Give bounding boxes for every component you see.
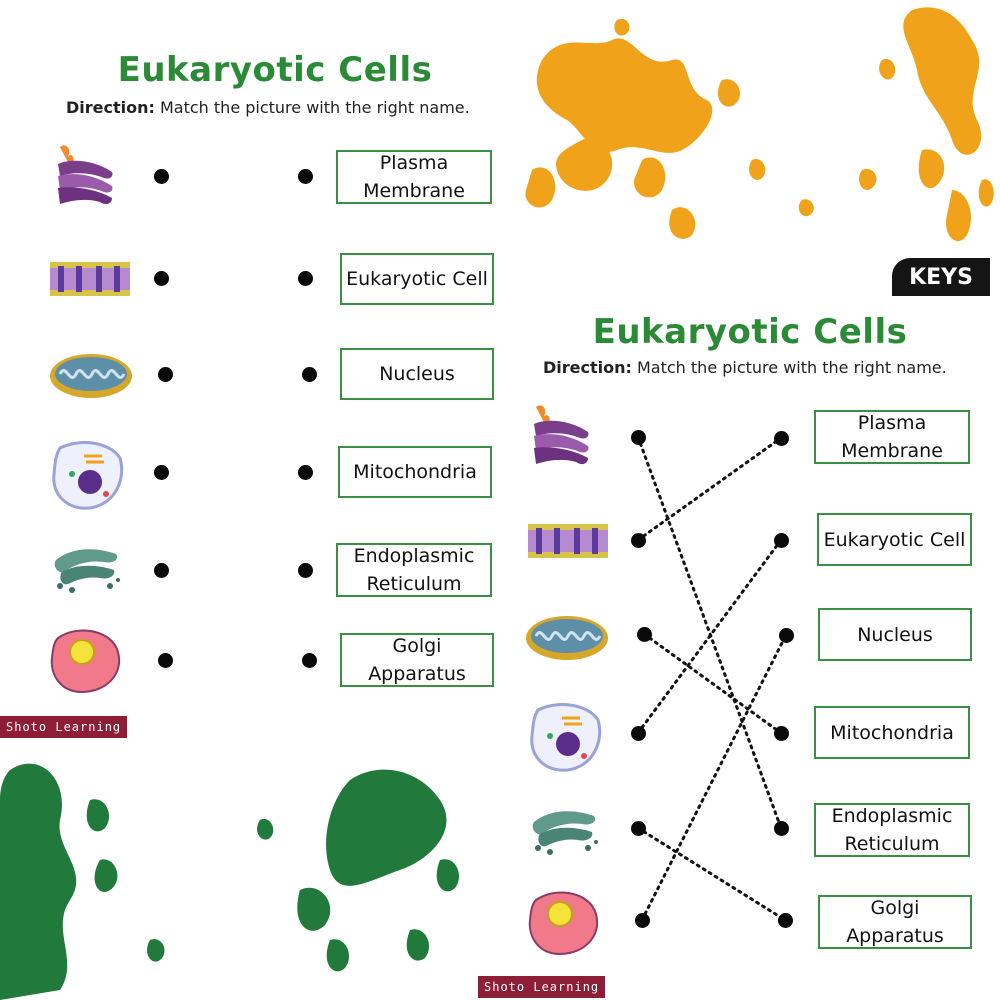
answer-line-golgi (636, 435, 783, 830)
right-picture-dot-2[interactable] (631, 533, 646, 548)
left-brand-label: Shoto Learning (0, 716, 128, 738)
right-picture-dot-6[interactable] (635, 913, 650, 928)
right-name-line1: Plasma (857, 412, 927, 434)
left-title: Eukaryotic Cells (117, 50, 433, 90)
left-name-box-eukaryotic-cell: Eukaryotic Cell (340, 253, 494, 305)
left-name-line2: Reticulum (366, 573, 462, 595)
answer-line-plasma-membrane (636, 436, 783, 542)
left-picture-dot-4[interactable] (154, 465, 169, 480)
right-name-box-mitochondria: Mitochondria (814, 706, 970, 759)
left-direction-text: Match the picture with the right name. (154, 98, 470, 117)
left-picture-dot-2[interactable] (154, 271, 169, 286)
answer-line-endoplasmic-reticulum (636, 826, 787, 922)
golgi-apparatus-icon (534, 405, 589, 465)
mitochondria-icon (50, 354, 132, 398)
answer-line-mitochondria (642, 632, 783, 735)
keys-badge: KEYS (892, 258, 990, 296)
right-name-line2: Reticulum (844, 833, 940, 855)
right-name-box-nucleus: Nucleus (818, 608, 972, 661)
right-name-dot-4[interactable] (774, 726, 789, 741)
right-name-line1: Mitochondria (830, 721, 954, 744)
right-direction-text: Match the picture with the right name. (631, 358, 947, 377)
right-brand-label: Shoto Learning (478, 976, 606, 998)
plasma-membrane-icon (50, 262, 130, 296)
left-name-line2: Apparatus (368, 663, 466, 685)
eukaryotic-cell-icon (530, 703, 602, 772)
left-name-line1: Nucleus (379, 363, 455, 385)
endoplasmic-reticulum-icon (54, 549, 120, 593)
right-name-dot-1[interactable] (774, 431, 789, 446)
left-name-dot-5[interactable] (298, 563, 313, 578)
left-name-dot-2[interactable] (298, 271, 313, 286)
right-name-line2: Membrane (841, 440, 943, 462)
left-name-box-mitochondria: Mitochondria (338, 446, 492, 498)
left-picture-dot-6[interactable] (158, 653, 173, 668)
left-name-line1: Eukaryotic Cell (346, 268, 488, 290)
eukaryotic-cell-icon (52, 441, 124, 510)
answer-line-eukaryotic-cell (636, 538, 783, 735)
left-name-line2: Membrane (363, 180, 465, 202)
right-title: Eukaryotic Cells (592, 312, 908, 352)
left-name-dot-4[interactable] (298, 465, 313, 480)
right-name-line1: Nucleus (857, 623, 933, 646)
mitochondria-icon (526, 616, 608, 660)
right-name-dot-3[interactable] (779, 628, 794, 643)
right-name-line1: Golgi (870, 897, 920, 919)
left-picture-dot-1[interactable] (154, 169, 169, 184)
nucleus-cell-icon (528, 891, 599, 956)
right-picture-dot-4[interactable] (631, 726, 646, 741)
left-name-line1: Golgi (392, 635, 442, 657)
right-name-dot-2[interactable] (774, 533, 789, 548)
right-name-dot-5[interactable] (774, 821, 789, 836)
right-picture-dot-5[interactable] (631, 821, 646, 836)
right-name-line1: Endoplasmic (831, 805, 953, 827)
golgi-apparatus-icon (58, 145, 113, 205)
left-name-dot-6[interactable] (302, 653, 317, 668)
plasma-membrane-icon (528, 524, 608, 558)
right-name-dot-6[interactable] (778, 913, 793, 928)
left-direction: Direction: Match the picture with the ri… (66, 98, 470, 117)
right-direction: Direction: Match the picture with the ri… (543, 358, 947, 377)
left-name-dot-1[interactable] (298, 169, 313, 184)
right-direction-label: Direction: (543, 358, 632, 377)
right-picture-dot-3[interactable] (637, 627, 652, 642)
left-name-dot-3[interactable] (302, 367, 317, 382)
left-picture-dot-3[interactable] (158, 367, 173, 382)
nucleus-cell-icon (50, 629, 121, 694)
endoplasmic-reticulum-icon (532, 811, 598, 855)
left-picture-dot-5[interactable] (154, 563, 169, 578)
left-name-line1: Endoplasmic (353, 545, 475, 567)
left-name-line1: Mitochondria (353, 461, 477, 483)
left-direction-label: Direction: (66, 98, 155, 117)
left-name-line1: Plasma (379, 152, 449, 174)
orange-splatter-decoration (525, 7, 994, 242)
right-name-line2: Apparatus (846, 925, 944, 947)
right-picture-dot-1[interactable] (631, 430, 646, 445)
right-name-line1: Eukaryotic Cell (823, 528, 966, 551)
left-name-box-nucleus: Nucleus (340, 348, 494, 400)
answer-line-nucleus (640, 633, 788, 922)
green-splatter-decoration (0, 763, 460, 1000)
right-name-box-eukaryotic-cell: Eukaryotic Cell (817, 513, 972, 566)
